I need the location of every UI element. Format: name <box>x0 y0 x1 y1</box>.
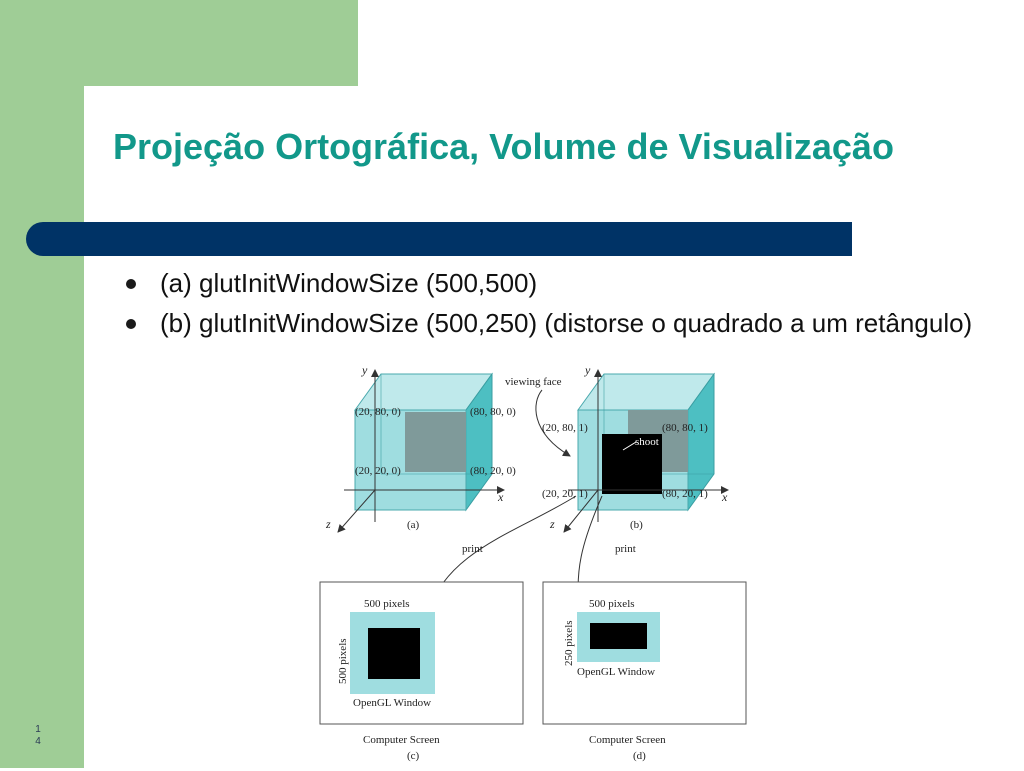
bullet-item: (b) glutInitWindowSize (500,250) (distor… <box>122 307 1012 340</box>
cube-a-top-left: (20, 80, 0) <box>355 406 401 418</box>
shoot-arrow <box>622 441 637 451</box>
screen-c: 500 pixels 500 pixels OpenGL Window Comp… <box>319 581 524 762</box>
screen-c-caption: (c) <box>407 750 420 762</box>
axis-z-label: z <box>549 517 555 531</box>
screen-d-caption: (d) <box>633 750 646 762</box>
cube-a-caption: (a) <box>407 519 420 531</box>
bullet-list: (a) glutInitWindowSize (500,500) (b) glu… <box>122 267 1012 347</box>
shoot-label: shoot <box>635 436 659 448</box>
axis-x-label: x <box>497 490 504 504</box>
axis-y-label: y <box>361 363 368 377</box>
screen-d-rectangle <box>590 623 647 649</box>
screen-c-height-label: 500 pixels <box>337 638 349 684</box>
cube-b-bottom-left: (20, 20, 1) <box>542 488 588 500</box>
screen-d: 500 pixels 250 pixels OpenGL Window Comp… <box>542 581 747 762</box>
cube-a: y x z (20, 80, 0) (80, 80, 0) (20, 20, 0… <box>325 363 516 533</box>
screen-c-window-label: OpenGL Window <box>353 697 431 709</box>
page-number: 1 4 <box>33 724 43 748</box>
axis-x-label: x <box>721 490 728 504</box>
cube-b-bottom-right: (80, 20, 1) <box>662 488 708 500</box>
bullet-text: (b) glutInitWindowSize (500,250) (distor… <box>160 308 973 338</box>
projection-diagram: y x z (20, 80, 0) (80, 80, 0) (20, 20, 0… <box>319 363 747 762</box>
viewing-face-arrow <box>535 389 571 457</box>
title-divider-bar <box>26 222 852 256</box>
axis-z-label: z <box>325 517 331 531</box>
cube-b-top-left: (20, 80, 1) <box>542 422 588 434</box>
axis-z-b <box>563 489 599 533</box>
screen-d-height-label: 250 pixels <box>563 620 575 666</box>
screen-d-width-label: 500 pixels <box>589 598 635 610</box>
screen-d-screen-label: Computer Screen <box>589 734 666 746</box>
print-label-left: print <box>462 543 483 555</box>
projection-figure: y x z (20, 80, 0) (80, 80, 0) (20, 20, 0… <box>318 362 750 771</box>
slide-title: Projeção Ortográfica, Volume de Visualiz… <box>113 126 894 167</box>
cube-a-bottom-left: (20, 20, 0) <box>355 465 401 477</box>
bullet-dot-icon <box>126 319 136 329</box>
page-number-digit: 1 <box>35 724 41 735</box>
axis-y-label: y <box>584 363 591 377</box>
print-label-right: print <box>615 543 636 555</box>
bullet-text: (a) glutInitWindowSize (500,500) <box>160 268 538 298</box>
cube-a-bottom-right: (80, 20, 0) <box>470 465 516 477</box>
cube-a-square <box>405 412 466 472</box>
cube-b: y x z viewing face (20, 80, 1) (80, 80, … <box>505 363 729 533</box>
cube-b-caption: (b) <box>630 519 643 531</box>
bullet-item: (a) glutInitWindowSize (500,500) <box>122 267 1012 300</box>
top-accent-block <box>84 0 358 86</box>
left-accent-bar <box>0 0 84 768</box>
cube-a-top-right: (80, 80, 0) <box>470 406 516 418</box>
cube-b-top-right: (80, 80, 1) <box>662 422 708 434</box>
viewing-face-label: viewing face <box>505 376 562 388</box>
screen-d-window-label: OpenGL Window <box>577 666 655 678</box>
axis-z-a <box>337 489 376 533</box>
page-number-digit: 4 <box>35 736 41 747</box>
bullet-dot-icon <box>126 279 136 289</box>
screen-c-square <box>368 628 420 679</box>
screen-c-width-label: 500 pixels <box>364 598 410 610</box>
screen-c-screen-label: Computer Screen <box>363 734 440 746</box>
